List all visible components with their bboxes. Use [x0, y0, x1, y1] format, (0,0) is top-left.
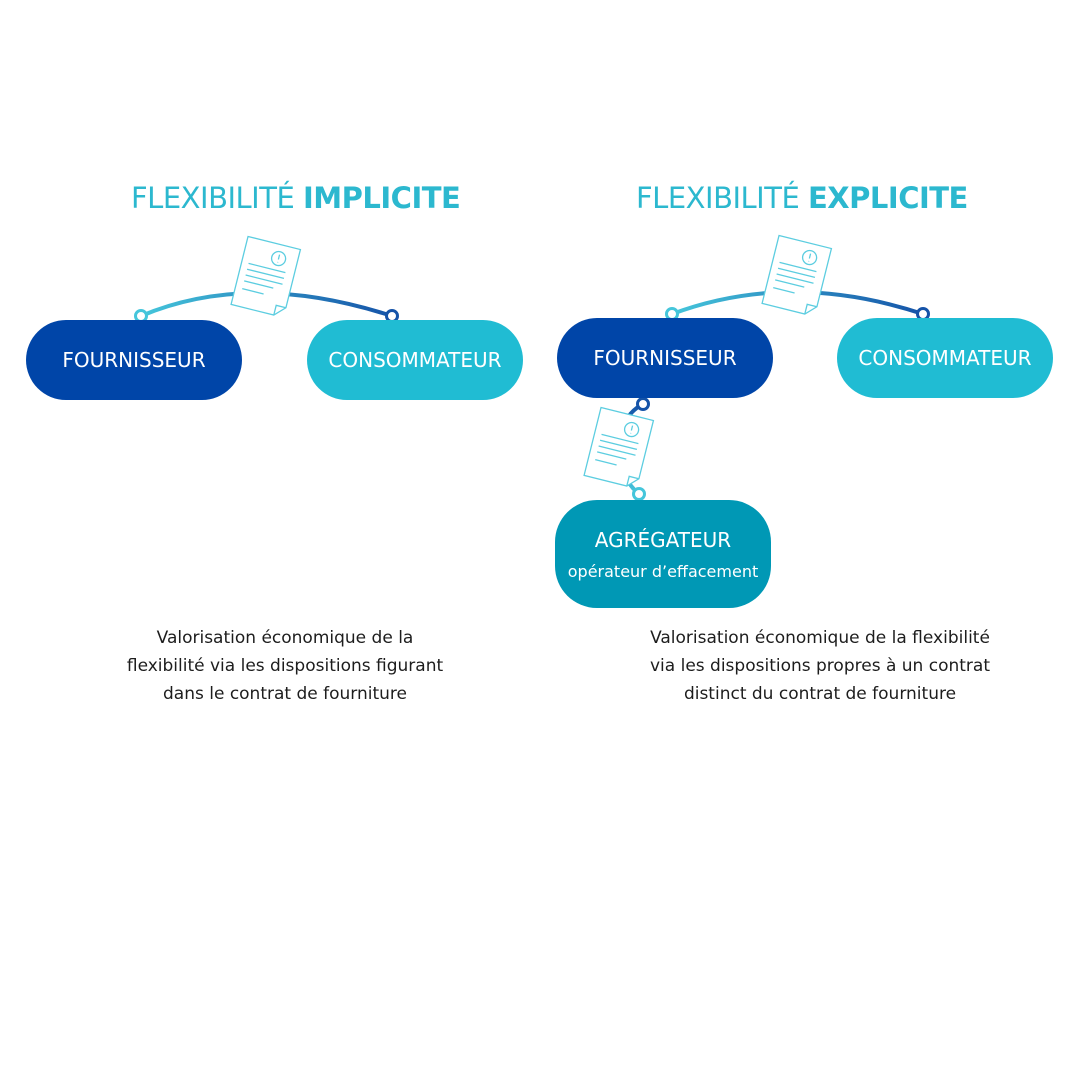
explicit-supplier-label: FOURNISSEUR	[593, 346, 737, 370]
implicit-supplier-label: FOURNISSEUR	[62, 348, 206, 372]
description-line: via les dispositions propres à un contra…	[650, 656, 990, 676]
aggregator-label: AGRÉGATEUR	[594, 527, 732, 552]
aggregator-top-node	[632, 487, 646, 501]
description-line: Valorisation économique de la	[156, 628, 414, 648]
explicit-description: Valorisation économique de la flexibilit…	[620, 624, 1020, 708]
implicit-consumer-node: CONSOMMATEUR	[307, 320, 523, 400]
explicit-consumer-node: CONSOMMATEUR	[837, 318, 1053, 398]
explicit-title-light: FLEXIBILITÉ	[636, 181, 808, 215]
contract-document-icon	[761, 234, 833, 315]
explicit-title-bold: EXPLICITE	[808, 181, 968, 215]
implicit-consumer-label: CONSOMMATEUR	[328, 348, 502, 372]
explicit-supplier-bottom-node	[636, 397, 650, 411]
aggregator-node: AGRÉGATEUR opérateur d’effacement	[555, 500, 771, 608]
explicit-supplier-node: FOURNISSEUR	[557, 318, 773, 398]
implicit-title-light: FLEXIBILITÉ	[131, 181, 303, 215]
implicit-description: Valorisation économique de la flexibilit…	[110, 624, 460, 708]
implicit-flexibility-title: FLEXIBILITÉ IMPLICITE	[131, 180, 461, 216]
contract-document-icon	[230, 235, 302, 316]
aggregator-sublabel: opérateur d’effacement	[567, 561, 759, 581]
explicit-consumer-label: CONSOMMATEUR	[858, 346, 1032, 370]
explicit-flexibility-title: FLEXIBILITÉ EXPLICITE	[636, 180, 968, 216]
description-line: flexibilité via les dispositions figuran…	[126, 656, 444, 676]
implicit-title-bold: IMPLICITE	[303, 181, 461, 215]
description-line: distinct du contrat de fourniture	[683, 684, 957, 704]
implicit-supplier-node: FOURNISSEUR	[26, 320, 242, 400]
description-line: dans le contrat de fourniture	[162, 684, 407, 704]
contract-document-icon	[583, 406, 655, 487]
description-line: Valorisation économique de la flexibilit…	[650, 628, 990, 648]
